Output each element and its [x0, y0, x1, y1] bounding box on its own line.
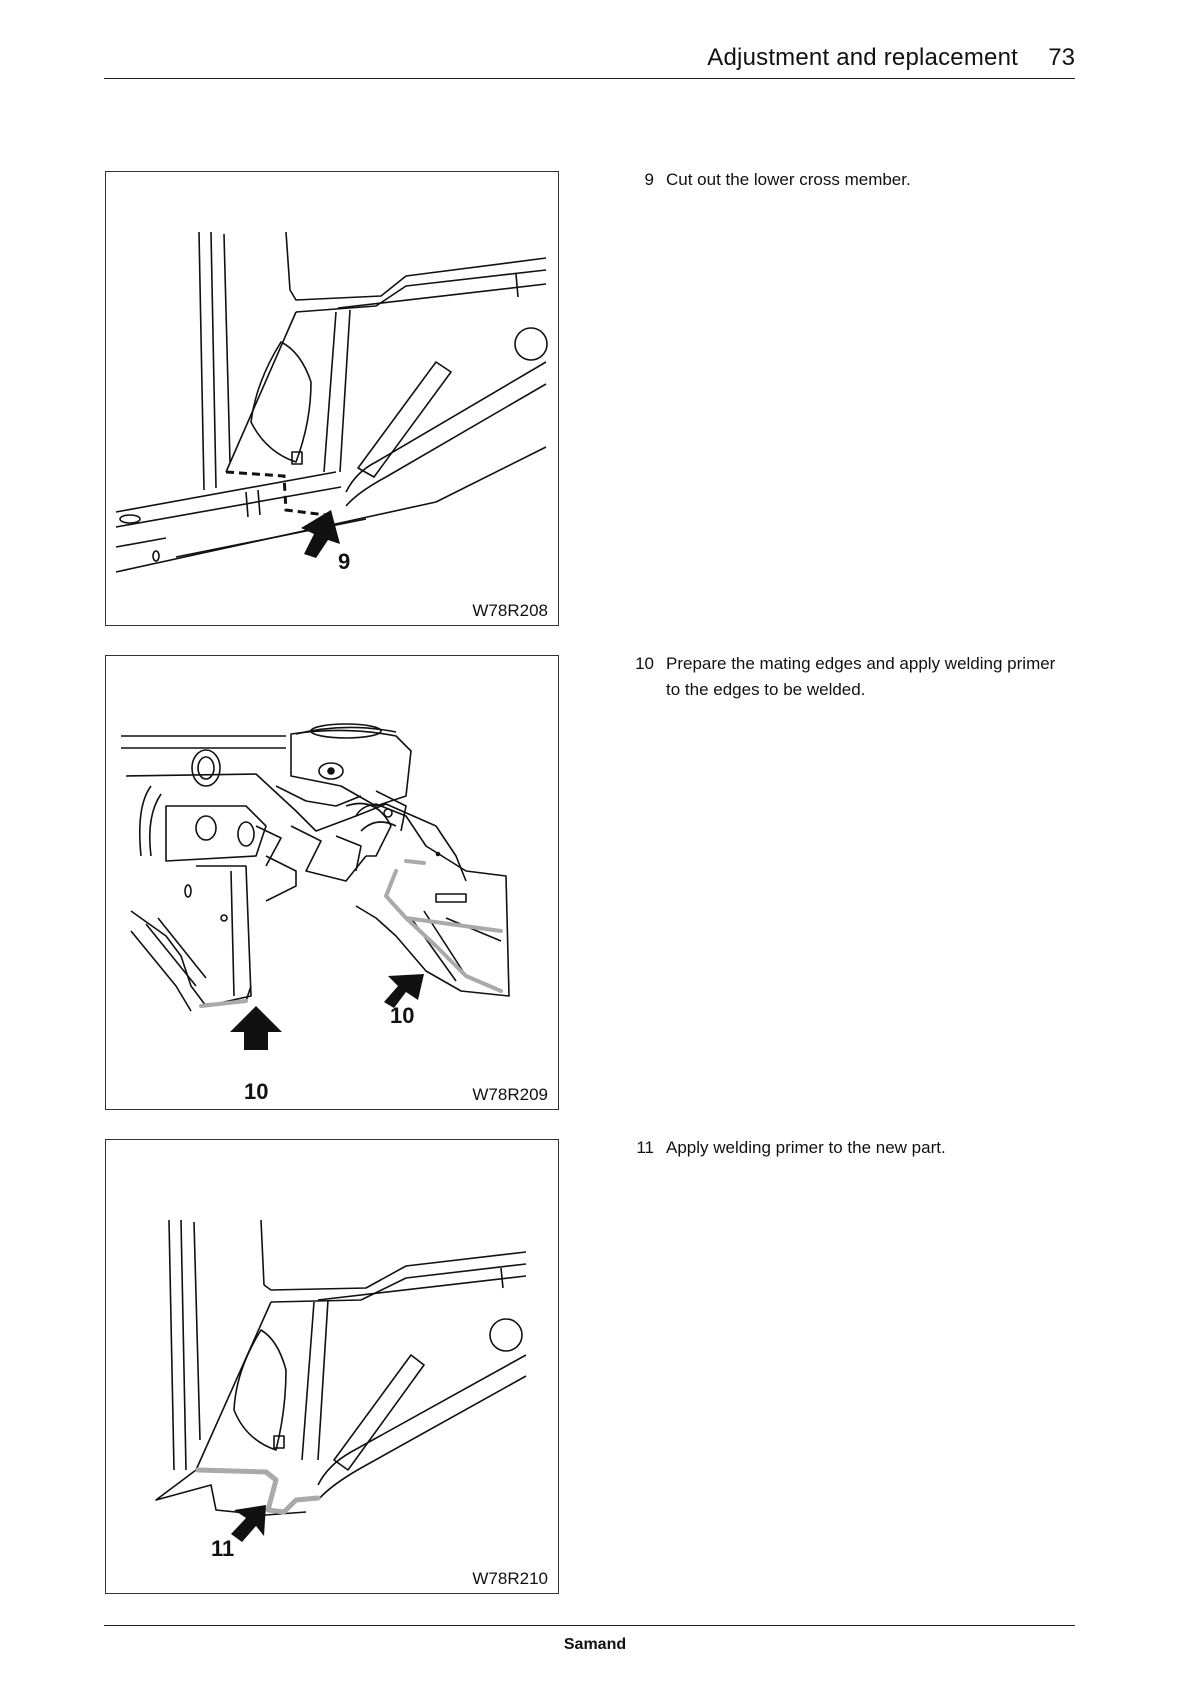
footer-rule	[104, 1625, 1075, 1626]
figure-code: W78R208	[472, 601, 548, 621]
callout-label-11: 11	[211, 1536, 234, 1561]
page-number: 73	[1048, 44, 1075, 72]
callout-label-9: 9	[338, 549, 350, 574]
footer-brand: Samand	[0, 1636, 1190, 1654]
step-number: 10	[630, 651, 654, 677]
step-number: 11	[630, 1135, 654, 1161]
step-number: 9	[630, 167, 654, 193]
illustration-new-part: 11	[106, 1140, 560, 1595]
figure-code: W78R210	[472, 1569, 548, 1589]
figure-code: W78R209	[472, 1085, 548, 1105]
step-text: Apply welding primer to the new part.	[666, 1135, 1066, 1161]
callout-arrow-10-bottom	[230, 1006, 282, 1050]
header-title: Adjustment and replacement	[707, 44, 1018, 72]
illustration-cross-member-cut: 9	[106, 172, 560, 627]
callout-arrow-9	[301, 510, 340, 558]
callout-label-10-right: 10	[390, 1003, 414, 1028]
illustration-mating-edges: 10 10	[106, 656, 560, 1111]
step-text: Cut out the lower cross member.	[666, 167, 1066, 193]
figure-cross-member-cut: 9 W78R208	[105, 171, 559, 626]
header-rule	[104, 78, 1075, 79]
figure-mating-edges: 10 10 W78R209	[105, 655, 559, 1110]
step-text: Prepare the mating edges and apply weldi…	[666, 651, 1066, 703]
figure-new-part: 11 W78R210	[105, 1139, 559, 1594]
callout-arrow-11	[231, 1505, 266, 1542]
callout-label-10-bottom: 10	[244, 1079, 268, 1104]
